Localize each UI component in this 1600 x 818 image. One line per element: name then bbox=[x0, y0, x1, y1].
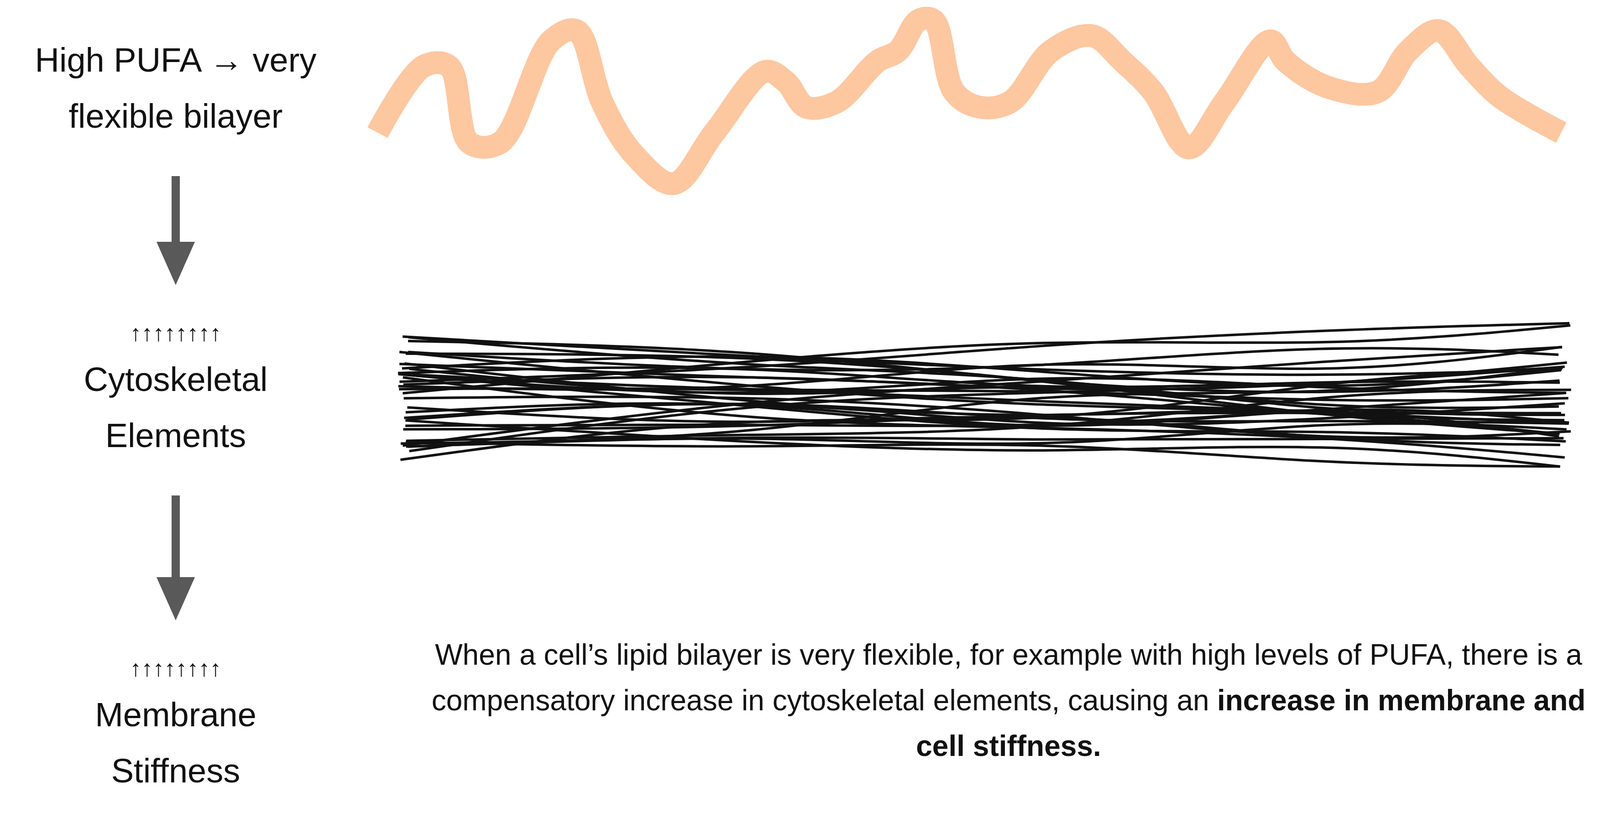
node-text: Cytoskeletal Elements bbox=[50, 351, 302, 464]
cytoskeletal-fiber bbox=[405, 442, 1560, 467]
cytoskeleton-bundle bbox=[397, 323, 1572, 467]
text-node: ↑↑↑↑↑↑↑↑Membrane Stiffness bbox=[50, 650, 302, 800]
cytoskeletal-fiber bbox=[407, 348, 1559, 371]
flow-arrow bbox=[171, 176, 180, 242]
text-node: High PUFA → very flexible bilayer bbox=[4, 31, 347, 145]
text-node: ↑↑↑↑↑↑↑↑Cytoskeletal Elements bbox=[50, 314, 302, 464]
cytoskeletal-fiber bbox=[401, 374, 1569, 401]
flow-arrow bbox=[171, 495, 180, 578]
node-text: High PUFA → very flexible bilayer bbox=[4, 31, 347, 145]
cytoskeletal-fiber bbox=[398, 374, 1566, 442]
increase-arrows: ↑↑↑↑↑↑↑↑ bbox=[50, 650, 302, 687]
cytoskeletal-fiber bbox=[399, 323, 1570, 382]
node-text: Membrane Stiffness bbox=[50, 686, 302, 800]
flexible-bilayer bbox=[377, 18, 1562, 184]
increase-arrows: ↑↑↑↑↑↑↑↑ bbox=[50, 314, 302, 352]
explanation-paragraph: When a cell’s lipid bilayer is very flex… bbox=[424, 632, 1593, 769]
cytoskeletal-fiber bbox=[398, 347, 1563, 390]
cytoskeletal-fiber bbox=[407, 403, 1565, 425]
